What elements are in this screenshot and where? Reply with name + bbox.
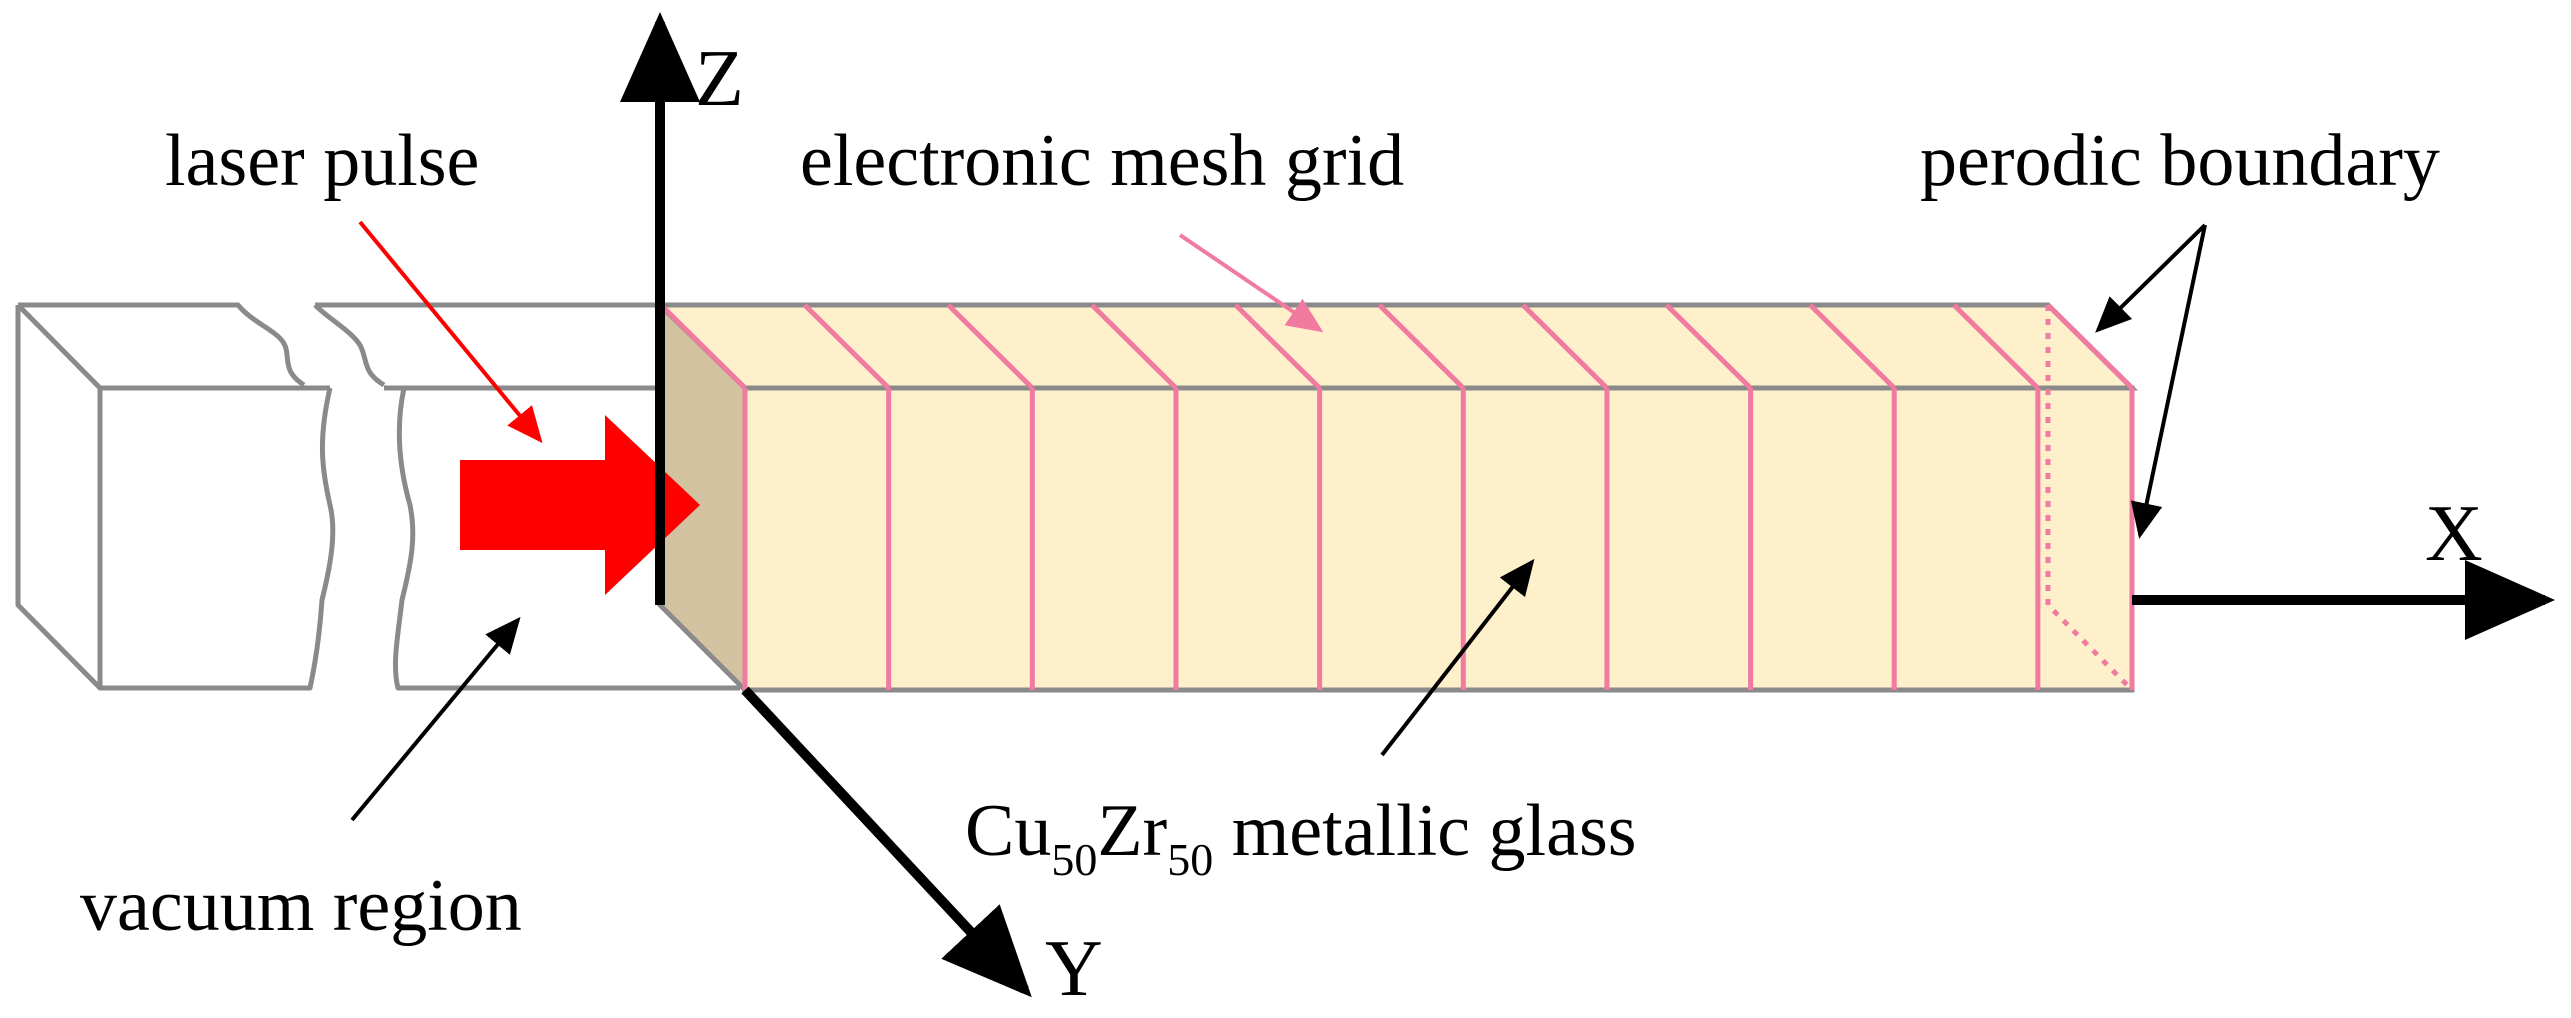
laser-pulse-arrow — [460, 415, 700, 595]
laser-pulse-label: laser pulse — [165, 120, 479, 202]
vacuum-region-label: vacuum region — [80, 865, 522, 947]
electronic-mesh-grid — [659, 303, 2041, 690]
x-axis-label: X — [2425, 490, 2483, 578]
metallic-glass-leader — [1380, 558, 1535, 757]
mesh-line-top — [1377, 303, 1466, 390]
laser-pulse-leader — [358, 220, 543, 444]
mesh-line-top — [1664, 303, 1753, 390]
slab-front-face — [742, 385, 2135, 693]
material-zr: Zr — [1097, 790, 1167, 872]
y-axis-label: Y — [1045, 925, 1103, 1013]
mesh-line-top — [1808, 303, 1896, 390]
mesh-line-top — [1090, 303, 1178, 390]
periodic-boundary-leader-2 — [2130, 224, 2207, 539]
material-zr-subscript: 50 — [1167, 834, 1213, 885]
coordinate-axes — [620, 12, 2555, 998]
metallic-glass-label: Cu50Zr50 metallic glass — [965, 790, 1637, 885]
metallic-glass-slab — [653, 299, 2139, 697]
z-axis-label: Z — [695, 35, 744, 123]
periodic-boundary-leader-1 — [2095, 223, 2207, 333]
mesh-line-top — [946, 303, 1035, 390]
mesh-line-top — [659, 303, 747, 390]
mesh-line-top — [1233, 303, 1322, 390]
vacuum-region-box — [15, 302, 740, 691]
material-cu: Cu — [965, 790, 1051, 872]
mesh-line-top — [1521, 303, 1609, 390]
mesh-line-top — [1952, 303, 2040, 390]
electronic-mesh-grid-label: electronic mesh grid — [800, 120, 1404, 202]
vacuum-region-leader — [350, 616, 521, 822]
material-name-rest: metallic glass — [1213, 790, 1636, 872]
periodic-boundary-hidden-edge — [2045, 305, 2134, 692]
mesh-grid-leader — [1178, 233, 1324, 333]
slab-top-face — [653, 302, 2139, 391]
y-axis — [741, 686, 1032, 998]
perodic-boundary-label: perodic boundary — [1920, 120, 2440, 202]
material-cu-subscript: 50 — [1051, 834, 1097, 885]
mesh-line-top — [802, 303, 891, 390]
periodic-boundary-top-edge — [2046, 303, 2134, 390]
